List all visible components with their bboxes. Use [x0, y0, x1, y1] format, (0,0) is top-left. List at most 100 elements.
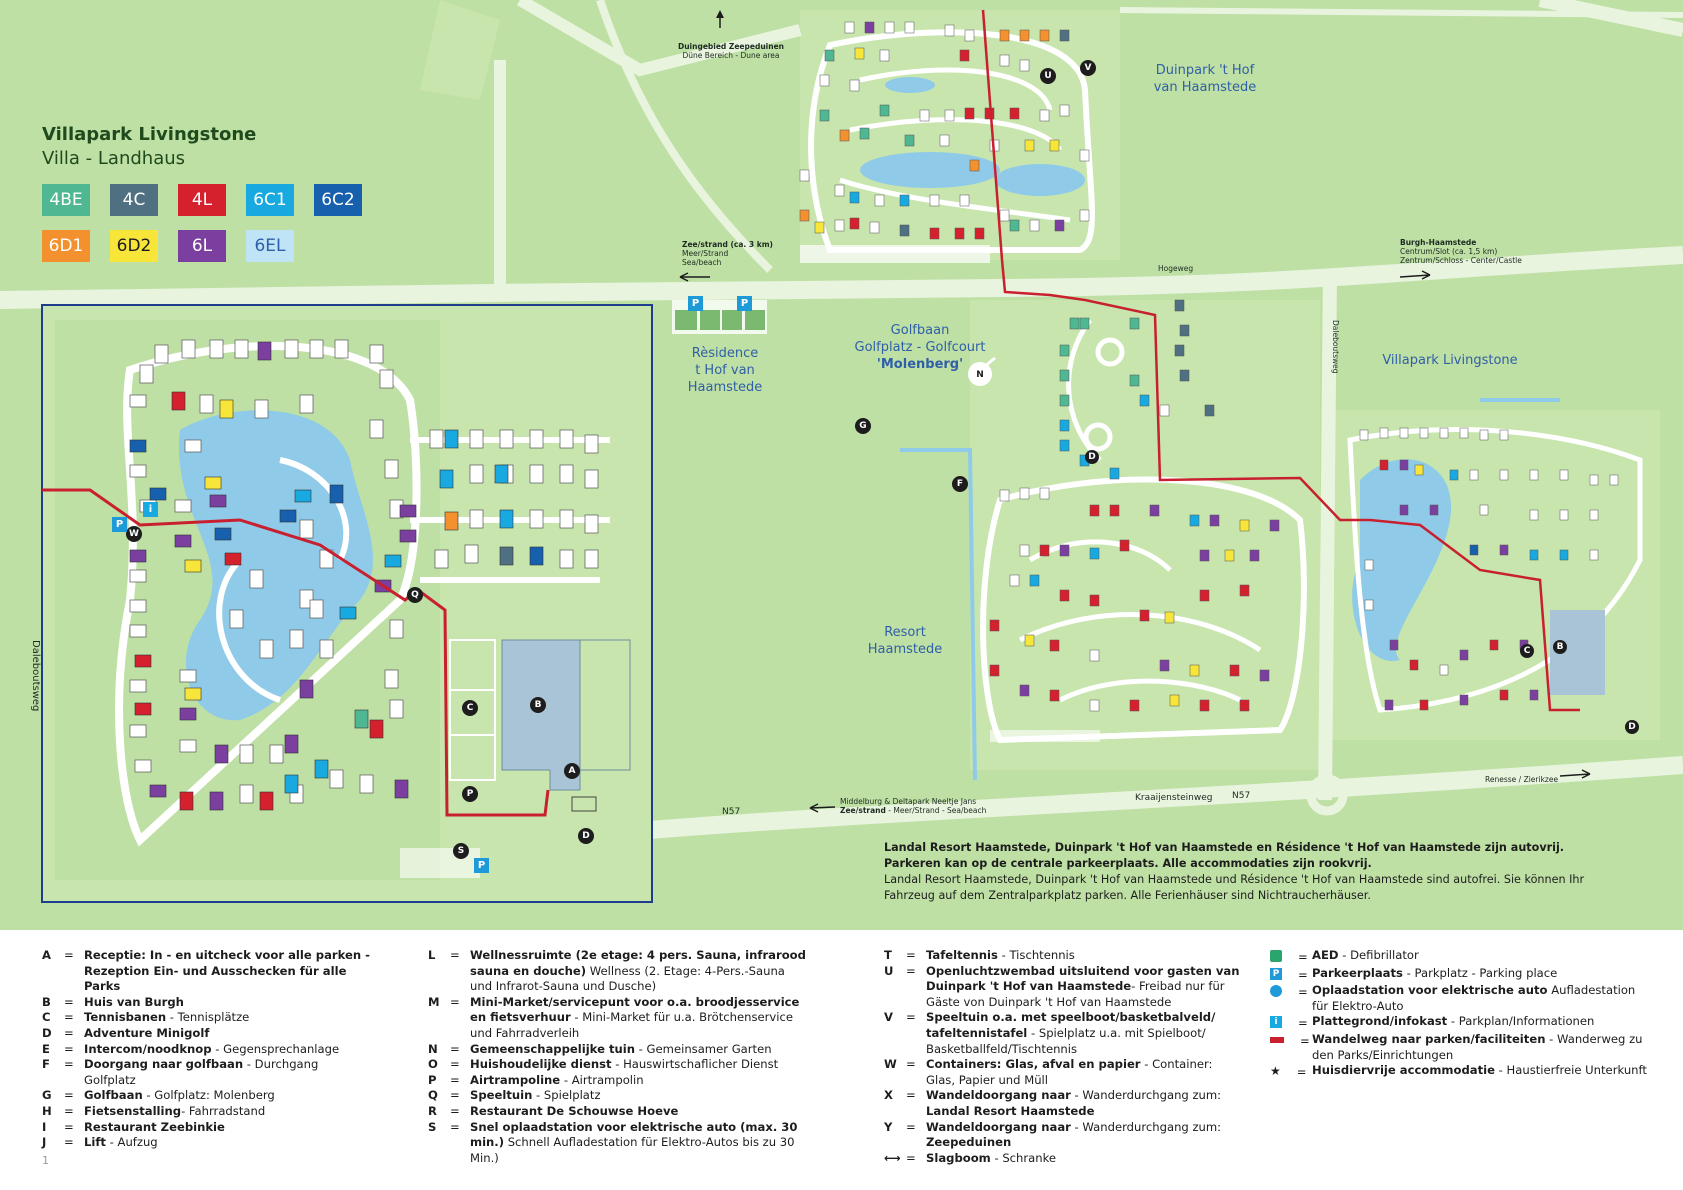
key-letter: C — [42, 1010, 51, 1025]
key-letter: D — [42, 1025, 52, 1040]
key-bold: Wandelweg naar parken/faciliteiten — [1312, 1031, 1546, 1046]
key-text: Tafeltennis - Tischtennis — [926, 948, 1244, 964]
key-equals: = — [64, 994, 74, 1009]
key-bold: Airtrampoline — [470, 1072, 561, 1087]
key-row: I=Restaurant Zeebinkie — [42, 1120, 372, 1136]
resort-parking-strip — [990, 730, 1100, 742]
badge-reception[interactable]: A — [564, 763, 580, 779]
key-plain: Aufladestation für Elektro-Auto — [1312, 983, 1636, 1013]
key-text: Oplaadstation voor elektrische auto Aufl… — [1312, 983, 1650, 1014]
key-row: D=Adventure Minigolf — [42, 1026, 372, 1042]
key-plain: - Parkplan/Informationen — [1447, 1014, 1595, 1029]
parking-icon-inset[interactable]: P — [474, 858, 489, 873]
badge-tennis[interactable]: C — [462, 700, 478, 716]
key-text: Slagboom - Schranke — [926, 1151, 1244, 1167]
burgh-arrow — [1399, 270, 1431, 280]
park-map[interactable]: Villapark Livingstone Villa - Landhaus 4… — [0, 0, 1683, 930]
key-bold: Intercom/noodknop — [84, 1041, 212, 1056]
residence-buildings — [672, 300, 767, 334]
key-row: ⟷=Slagboom - Schranke — [884, 1151, 1244, 1167]
key-text: Golfbaan - Golfplatz: Molenberg — [84, 1088, 372, 1104]
key-bold: Slagboom — [926, 1150, 991, 1165]
golf-line-3: 'Molenberg' — [876, 357, 964, 372]
badge-resort-d[interactable]: D — [1085, 450, 1099, 464]
zee2-sub: - Meer/Strand - Sea/beach — [885, 806, 987, 815]
key-letter: A — [42, 948, 51, 962]
key-plain: - Parkplatz - Parking place — [1402, 965, 1558, 980]
label-kraaijensteinweg: Kraaijensteinweg — [1135, 793, 1213, 803]
facility-key: A=Receptie: In - en uitcheck voor alle p… — [0, 930, 1683, 1190]
key-bold: Doorgang naar golfbaan — [84, 1057, 244, 1072]
key-row: Y=Wandeldoorgang naar - Wanderdurchgang … — [884, 1120, 1244, 1151]
car-free-note: Landal Resort Haamstede, Duinpark 't Hof… — [884, 840, 1604, 904]
duinpark-inner-paths — [839, 67, 1071, 223]
badge-villapark-d[interactable]: D — [1625, 720, 1639, 734]
badge-speeltuin-v[interactable]: V — [1080, 60, 1096, 76]
golf-line-1: Golfbaan — [890, 323, 950, 338]
key-text: Fietsenstalling- Fahrradstand — [84, 1104, 372, 1120]
key-text: Plattegrond/infokast - Parkplan/Informat… — [1312, 1014, 1650, 1032]
resort-loop — [980, 476, 1307, 744]
duinpark-pond — [860, 152, 1000, 188]
info-icon-inset[interactable]: i — [143, 502, 158, 517]
parking-icon-inset-2[interactable]: P — [112, 517, 127, 532]
badge-zwembad-u[interactable]: U — [1040, 68, 1056, 84]
badge-containers[interactable]: W — [126, 526, 142, 542]
key-row: V=Speeltuin o.a. met speelboot/basketbal… — [884, 1010, 1244, 1057]
key-bold: Containers: Glas, afval en papier — [926, 1057, 1141, 1072]
key-bold: Huisdiervrije accommodatie — [1312, 1063, 1495, 1078]
key-bold: AED — [1312, 948, 1339, 962]
key-equals: = — [450, 1103, 460, 1118]
key-bold: Restaurant Zeebinkie — [84, 1119, 225, 1134]
key-bold: Speeltuin — [470, 1088, 533, 1103]
key-plain: - Haustierfreie Unterkunft — [1494, 1063, 1647, 1078]
key-plain: - Durchgang Golfplatz — [84, 1057, 319, 1087]
middelburg-arrow — [809, 803, 836, 813]
note-dutch: Landal Resort Haamstede, Duinpark 't Hof… — [884, 841, 1565, 870]
key-letter: N — [428, 1041, 438, 1056]
label-hogeweg: Hogeweg — [1158, 264, 1194, 273]
key-row: A=Receptie: In - en uitcheck voor alle p… — [42, 948, 372, 995]
charging-icon: = — [1270, 983, 1312, 1014]
key-text: Openluchtzwembad uitsluitend voor gasten… — [926, 964, 1244, 1011]
key-row: P=Parkeerplaats - Parkplatz - Parking pl… — [1270, 966, 1650, 984]
badge-villapark-c[interactable]: C — [1520, 644, 1534, 658]
badge-huis-van-burgh[interactable]: B — [530, 697, 546, 713]
n-path — [1119, 7, 1683, 18]
key-equals: = — [450, 994, 460, 1009]
label-villapark-right: Villapark Livingstone — [1382, 353, 1518, 368]
key-bold: Wandeldoorgang naar — [926, 1088, 1071, 1103]
key-row: W=Containers: Glas, afval en papier - Co… — [884, 1057, 1244, 1088]
legend-subtitle: Villa - Landhaus — [42, 148, 186, 169]
key-text: Huisdiervrije accommodatie - Haustierfre… — [1312, 1063, 1650, 1081]
key-text: Restaurant Zeebinkie — [84, 1120, 372, 1136]
key-letter: P — [428, 1072, 437, 1087]
parking-icon-residence-2[interactable]: P — [737, 296, 752, 311]
badge-golf[interactable]: G — [855, 418, 871, 434]
key-equals: = — [450, 1072, 460, 1087]
nw-field — [420, 0, 500, 100]
duinpark-pond-2 — [995, 164, 1085, 196]
key-text: AED - Defibrillator — [1312, 948, 1650, 966]
key-plain: - Airtrampolin — [560, 1072, 644, 1087]
key-bold: Huis van Burgh — [84, 994, 184, 1009]
badge-golf-doorgang[interactable]: F — [952, 476, 968, 492]
parking-icon-residence[interactable]: P — [688, 296, 703, 311]
label-zee-north: Zee/strand (ca. 3 km)Meer/Strand Sea/bea… — [682, 240, 782, 267]
golf-line-2: Golfplatz - Golfcourt — [854, 340, 986, 355]
key-plain: - Golfplatz: Molenberg — [142, 1088, 275, 1103]
badge-villapark-b[interactable]: B — [1553, 640, 1567, 654]
minigolf-area — [571, 796, 597, 812]
badge-airtrampoline[interactable]: P — [462, 786, 478, 802]
badge-playground[interactable]: Q — [407, 587, 423, 603]
badge-minigolf[interactable]: D — [578, 828, 594, 844]
tennis-court-lines — [450, 689, 495, 736]
key-letter: L — [428, 948, 436, 962]
label-n57-west: N57 — [722, 807, 741, 817]
badge-charging[interactable]: S — [453, 843, 469, 859]
north-path — [596, 0, 773, 273]
key-plain: - Wanderdurchgang zum: — [1070, 1088, 1222, 1103]
legend-swatch-6el: 6EL — [246, 230, 294, 262]
key-plain: - Freibad nur für Gäste von Duinpark 't … — [926, 979, 1225, 1009]
